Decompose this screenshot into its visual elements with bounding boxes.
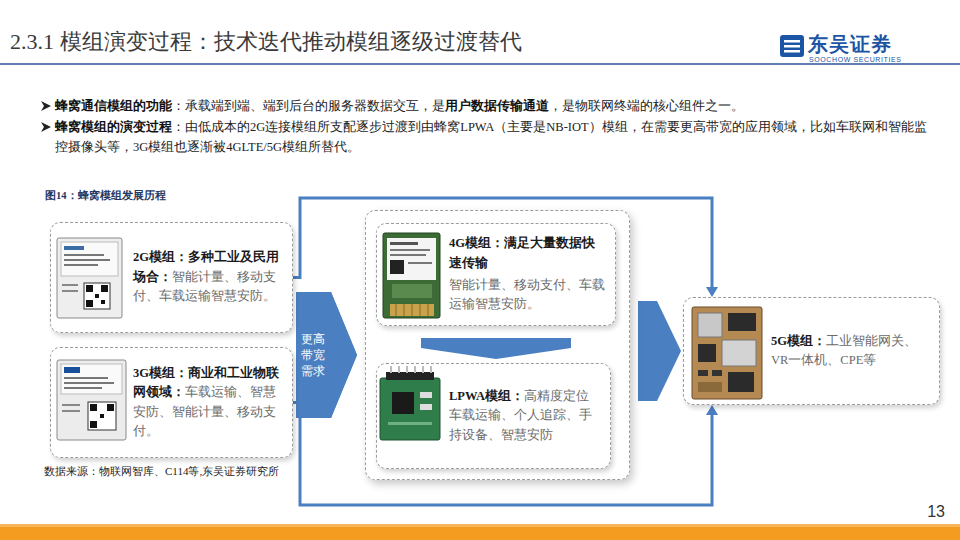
label-text: 13 [927, 503, 945, 520]
connector [421, 338, 571, 359]
connector [638, 301, 681, 401]
caption-holder: 图14：蜂窝模组发展历程 [45, 189, 166, 203]
module-2g-picture [57, 238, 122, 318]
block-arrow [296, 292, 357, 418]
module-3g-picture [57, 360, 126, 440]
node-text: 4G模组：满足大量数据快速传输智能计量、移动支付、车载运输智慧安防。 [377, 234, 615, 315]
bold-text: 用户数据传输通道 [445, 99, 549, 113]
node-text: 3G模组：商业和工业物联网领域：车载运输、智慧安防、智能计量、移动支付。 [51, 364, 292, 442]
page-number-holder: 13 [905, 503, 945, 521]
slide-title: 2.3.1 模组演变过程：技术迭代推动模组逐级过渡替代 [10, 29, 522, 54]
module-heading: LPWA模组： [449, 389, 524, 403]
footer-bar [0, 524, 960, 540]
connector-line [293, 198, 712, 288]
block-arrow [296, 292, 357, 418]
connector [296, 292, 357, 418]
logo-holder: SOOCHOW SECURITIES [809, 56, 901, 63]
bullet-marker [41, 101, 51, 111]
module-5g-picture [692, 307, 762, 399]
title-rule [0, 63, 960, 65]
module-description: 车载运输、智慧安防、智能计量、移动支付。 [133, 385, 276, 438]
label-text: ：由低成本的2G连接模组所支配逐步过渡到由蜂窝LPWA（主要是NB-IOT）模组… [55, 120, 927, 154]
bullet-holder: 蜂窝通信模组的功能：承载端到端、端到后台的服务器数据交互，是用户数据传输通道，是… [55, 96, 935, 116]
block-arrow [638, 301, 681, 401]
connector-line [293, 403, 712, 506]
edge-label: 更高带宽需求 [296, 292, 331, 418]
module-box: 3G模组：商业和工业物联网领域：车载运输、智慧安防、智能计量、移动支付。 [50, 347, 293, 458]
arrow-head [706, 405, 718, 415]
module-description: 工业智能网关、VR一体机、CPE等 [771, 334, 917, 367]
label-text: 东吴证券 [808, 33, 892, 55]
label-text: ：承载端到端、端到后台的服务器数据交互，是 [172, 99, 445, 113]
module-description: 智能计量、移动支付、车载运输智慧安防。 [133, 270, 276, 303]
module-box: 2G模组：多种工业及民用场合：智能计量、移动支付、车载运输智慧安防。 [50, 222, 293, 333]
bullet-marker [41, 122, 51, 132]
module-box: LPWA模组：高精度定位车载运输、个人追踪、手持设备、智慧安防 [376, 363, 611, 469]
label-text: SOOCHOW SECURITIES [809, 56, 901, 63]
node-text: LPWA模组：高精度定位车载运输、个人追踪、手持设备、智慧安防 [377, 387, 610, 445]
figure-caption: 图14：蜂窝模组发展历程 [45, 190, 166, 201]
edge-label-text: 更高带宽需求 [301, 331, 326, 379]
label-text: 数据来源：物联网智库、C114等,东吴证券研究所 [44, 465, 279, 477]
arrow-head [706, 287, 718, 297]
connector [293, 198, 718, 297]
module-box: 4G模组：满足大量数据快速传输智能计量、移动支付、车载运输智慧安防。 [376, 223, 616, 326]
title-holder: 2.3.1 模组演变过程：技术迭代推动模组逐级过渡替代 [10, 27, 522, 57]
bold-text: 蜂窝模组的演变过程 [55, 120, 172, 134]
bullet-holder: 蜂窝模组的演变过程：由低成本的2G连接模组所支配逐步过渡到由蜂窝LPWA（主要是… [55, 117, 935, 157]
module-heading: 4G模组：满足大量数据快速传输 [449, 236, 595, 269]
module-4g-picture [383, 233, 440, 318]
logo-holder: 东吴证券 [808, 31, 892, 58]
connector [296, 292, 357, 418]
module-heading: 2G模组：多种工业及民用场合： [133, 250, 279, 283]
connector [293, 403, 718, 506]
group-box: 4G模组：满足大量数据快速传输智能计量、移动支付、车载运输智慧安防。 LPWA模组… [365, 210, 630, 480]
source-holder: 数据来源：物联网智库、C114等,东吴证券研究所 [44, 464, 279, 479]
module-box: 5G模组：工业智能网关、VR一体机、CPE等 [683, 297, 940, 405]
module-description: 高精度定位车载运输、个人追踪、手持设备、智慧安防 [449, 389, 592, 442]
node-text: 5G模组：工业智能网关、VR一体机、CPE等 [684, 332, 939, 371]
text-line: 4G模组：满足大量数据快速传输 [449, 234, 607, 273]
label-text: ，是物联网终端的核心组件之一。 [549, 99, 744, 113]
module-description: 智能计量、移动支付、车载运输智慧安防。 [449, 278, 605, 311]
module-heading: 3G模组：商业和工业物联网领域： [133, 366, 279, 399]
footer-bar-highlight [0, 524, 960, 527]
module-heading: 5G模组： [771, 334, 826, 348]
logo-icon [780, 35, 804, 57]
block-arrow [421, 338, 571, 359]
module-lpwa-picture [380, 366, 440, 440]
text-line: 智能计量、移动支付、车载运输智慧安防。 [449, 276, 607, 315]
bold-text: 蜂窝通信模组的功能 [55, 99, 172, 113]
node-text: 2G模组：多种工业及民用场合：智能计量、移动支付、车载运输智慧安防。 [51, 248, 292, 306]
